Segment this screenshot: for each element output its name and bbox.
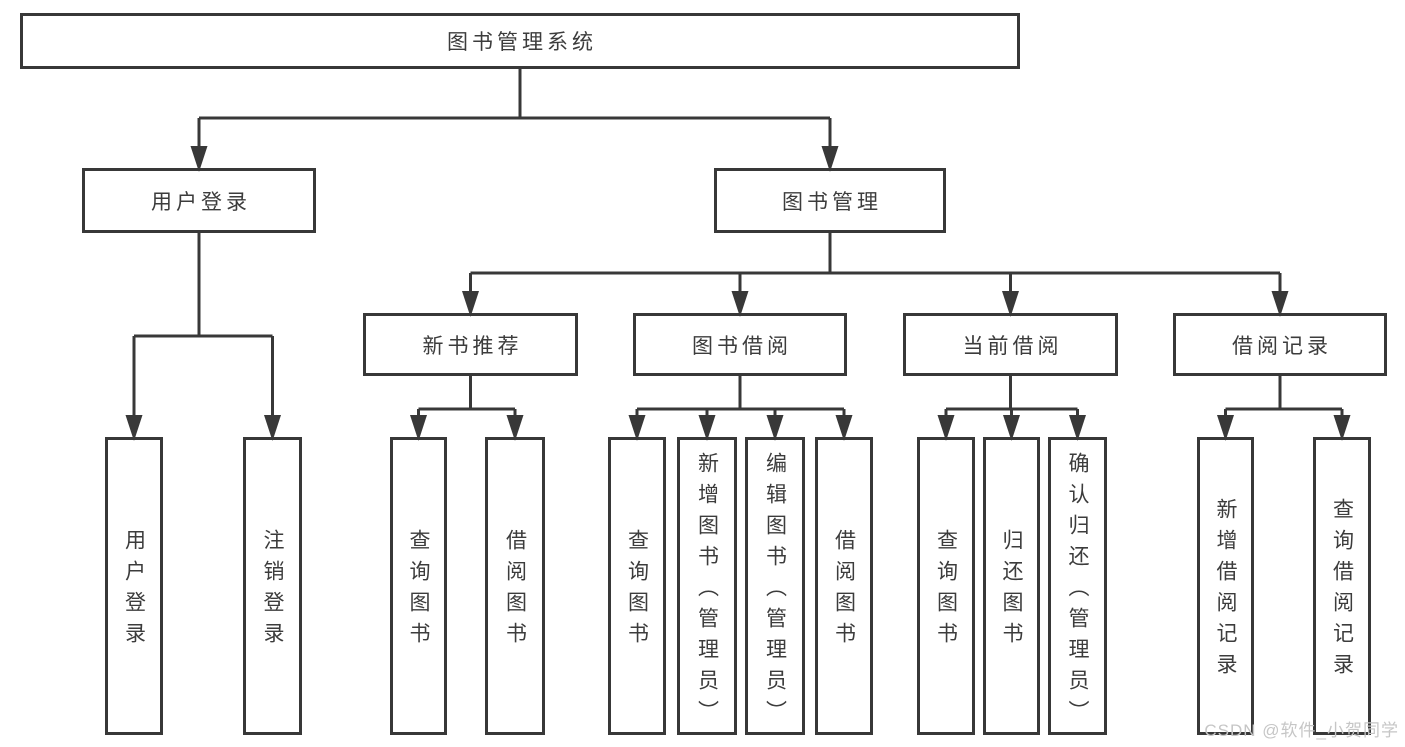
node-label: 图书管理系统 xyxy=(447,31,597,54)
node-label: 查询图书 xyxy=(625,529,649,653)
node-label: 查询借阅记录 xyxy=(1330,498,1354,684)
node-borrow-record: 借阅记录 xyxy=(1173,313,1387,376)
node-label: 注销登录 xyxy=(261,529,284,653)
watermark: CSDN @软件_小贺同学 xyxy=(1204,721,1399,740)
node-label: 确认归还（管理员） xyxy=(1066,451,1089,731)
node-label: 借阅记录 xyxy=(1232,334,1332,358)
node-leaf-query-book-2: 查询图书 xyxy=(608,437,666,735)
node-leaf-query-borrow-record: 查询借阅记录 xyxy=(1313,437,1371,735)
node-user-login: 用户登录 xyxy=(82,168,316,233)
node-label: 归还图书 xyxy=(1000,529,1023,653)
node-book-borrow: 图书借阅 xyxy=(633,313,847,376)
node-leaf-borrow-book-2: 借阅图书 xyxy=(815,437,873,735)
node-label: 当前借阅 xyxy=(962,334,1063,358)
node-leaf-borrow-book-1: 借阅图书 xyxy=(485,437,545,735)
node-label: 新增图书（管理员） xyxy=(695,451,719,731)
node-label: 用户登录 xyxy=(122,529,146,653)
node-label: 借阅图书 xyxy=(503,529,527,653)
node-label: 新书推荐 xyxy=(422,334,523,358)
node-leaf-add-book: 新增图书（管理员） xyxy=(677,437,737,735)
node-leaf-edit-book: 编辑图书（管理员） xyxy=(745,437,805,735)
node-current-borrow: 当前借阅 xyxy=(903,313,1118,376)
node-leaf-return-book: 归还图书 xyxy=(983,437,1040,735)
node-label: 借阅图书 xyxy=(832,529,856,653)
node-label: 图书借阅 xyxy=(692,334,792,358)
node-new-book-rec: 新书推荐 xyxy=(363,313,578,376)
node-label: 编辑图书（管理员） xyxy=(763,451,787,731)
node-leaf-user-login: 用户登录 xyxy=(105,437,163,735)
node-label: 用户登录 xyxy=(151,190,251,214)
node-label: 图书管理 xyxy=(782,190,882,214)
node-book-mgmt: 图书管理 xyxy=(714,168,946,233)
node-label: 查询图书 xyxy=(934,529,958,653)
node-leaf-confirm-return: 确认归还（管理员） xyxy=(1048,437,1107,735)
node-leaf-logout: 注销登录 xyxy=(243,437,302,735)
node-label: 新增借阅记录 xyxy=(1214,498,1237,684)
node-leaf-add-borrow-record: 新增借阅记录 xyxy=(1197,437,1254,735)
node-root: 图书管理系统 xyxy=(20,13,1020,69)
node-label: 查询图书 xyxy=(407,529,430,653)
node-leaf-query-book-1: 查询图书 xyxy=(390,437,447,735)
node-leaf-query-book-3: 查询图书 xyxy=(917,437,975,735)
